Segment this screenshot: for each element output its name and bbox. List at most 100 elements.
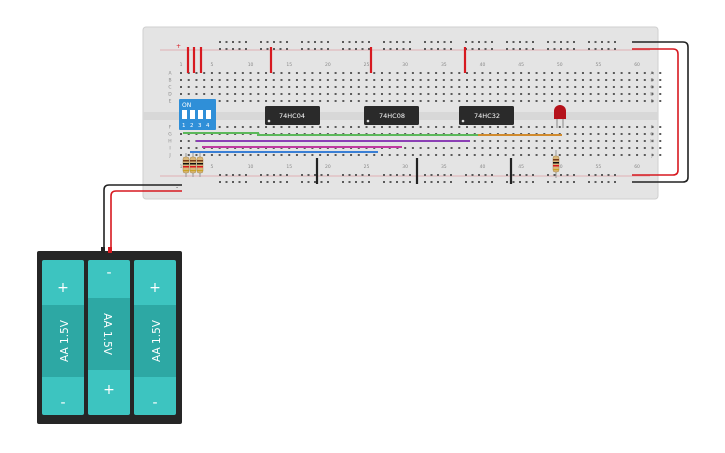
breadboard-hole xyxy=(272,100,275,102)
power-bridge-wire[interactable] xyxy=(632,48,679,176)
breadboard-hole xyxy=(458,154,461,156)
breadboard-hole xyxy=(573,181,575,183)
breadboard-hole xyxy=(265,93,268,95)
breadboard-hole xyxy=(342,154,345,156)
breadboard-hole xyxy=(404,154,407,156)
bottom-ground-jumpers[interactable] xyxy=(315,158,513,184)
breadboard-hole xyxy=(466,72,469,74)
breadboard-hole xyxy=(396,48,398,50)
breadboard-hole xyxy=(535,79,538,81)
breadboard-hole xyxy=(594,48,597,50)
breadboard-hole xyxy=(588,41,590,43)
breadboard-hole xyxy=(504,79,507,81)
resistor-1[interactable] xyxy=(182,153,190,177)
column-label: 50 xyxy=(557,164,563,170)
resistor-3[interactable] xyxy=(196,153,204,177)
breadboard-hole xyxy=(226,86,229,88)
breadboard-hole xyxy=(601,48,603,50)
resistor-2[interactable] xyxy=(189,153,197,177)
chip-74hc32[interactable]: 74HC32 xyxy=(459,106,514,125)
signal-wires[interactable] xyxy=(183,132,562,153)
chip-74hc08[interactable]: 74HC08 xyxy=(364,106,419,125)
breadboard-hole xyxy=(319,72,322,74)
breadboard-hole xyxy=(643,72,646,74)
breadboard-hole xyxy=(560,48,562,50)
breadboard-hole xyxy=(249,79,252,81)
breadboard-hole xyxy=(288,126,291,128)
breadboard-hole xyxy=(411,79,414,81)
breadboard-hole xyxy=(234,86,237,88)
row-label: G xyxy=(650,132,654,138)
breadboard-hole xyxy=(491,181,493,183)
breadboard-hole xyxy=(249,72,252,74)
breadboard-hole xyxy=(614,174,616,176)
led[interactable] xyxy=(554,105,566,128)
column-label: 50 xyxy=(557,62,563,68)
breadboard-hole xyxy=(612,126,615,128)
dip-switch[interactable]: ON 1 2 3 4 xyxy=(179,99,216,130)
breadboard-hole xyxy=(368,41,370,43)
breadboard-hole xyxy=(628,140,631,142)
breadboard-hole xyxy=(473,86,476,88)
breadboard-hole xyxy=(612,86,615,88)
battery-leads[interactable] xyxy=(103,184,182,251)
resistor-led[interactable] xyxy=(552,150,560,178)
breadboard-hole xyxy=(383,181,385,183)
breadboard-hole xyxy=(411,100,414,102)
breadboard-hole xyxy=(659,86,662,88)
breadboard-hole xyxy=(620,133,623,135)
breadboard-hole xyxy=(238,181,241,183)
breadboard-hole xyxy=(471,41,474,43)
switch-3[interactable] xyxy=(198,110,203,119)
breadboard-hole xyxy=(442,126,445,128)
breadboard-hole xyxy=(535,147,538,149)
breadboard-hole xyxy=(288,100,291,102)
breadboard-hole xyxy=(651,93,654,95)
chip-body xyxy=(459,106,514,125)
breadboard-hole xyxy=(551,126,554,128)
dip-switch-body xyxy=(179,99,216,130)
breadboard-hole xyxy=(303,93,306,95)
switch-2[interactable] xyxy=(190,110,195,119)
breadboard-hole xyxy=(388,93,391,95)
breadboard-hole xyxy=(195,79,198,81)
breadboard-hole xyxy=(419,100,422,102)
switch-number-3: 3 xyxy=(198,123,202,129)
breadboard-hole xyxy=(427,100,430,102)
resistors[interactable] xyxy=(182,150,560,178)
chip-74hc04[interactable]: 74HC04 xyxy=(265,106,320,125)
row-label: H xyxy=(168,139,171,145)
breadboard-hole xyxy=(218,100,221,102)
breadboard-hole xyxy=(226,72,229,74)
breadboard-hole xyxy=(612,100,615,102)
breadboard-hole xyxy=(496,93,499,95)
top-rail-jumpers[interactable] xyxy=(186,47,467,73)
breadboard-hole xyxy=(551,100,554,102)
breadboard-hole xyxy=(605,93,608,95)
battery-pack[interactable]: + - AA 1.5V - + AA 1.5V + - AA 1.5V xyxy=(37,247,182,424)
battery-power-lead[interactable] xyxy=(110,190,182,251)
switch-1[interactable] xyxy=(182,110,187,119)
breadboard-hole xyxy=(473,100,476,102)
green-wire-1[interactable] xyxy=(183,132,402,136)
switch-4[interactable] xyxy=(206,110,211,119)
breadboard-hole xyxy=(435,72,438,74)
breadboard-hole xyxy=(180,86,182,88)
breadboard-hole xyxy=(566,79,569,81)
breadboard-hole xyxy=(607,48,610,50)
breadboard-hole xyxy=(589,86,592,88)
rail-bridge-wires[interactable] xyxy=(632,41,689,183)
breadboard-hole xyxy=(411,154,414,156)
ground-bridge-wire[interactable] xyxy=(632,41,689,183)
breadboard-hole xyxy=(589,100,592,102)
cell-3-bottom-sign: - xyxy=(152,395,157,411)
breadboard-hole xyxy=(527,100,530,102)
breadboard-hole xyxy=(620,100,623,102)
cell-2-top-sign: - xyxy=(106,265,111,281)
breadboard-hole xyxy=(558,79,561,81)
breadboard-hole xyxy=(195,86,198,88)
battery-ground-lead[interactable] xyxy=(103,184,182,251)
cell-1-bottom-sign: - xyxy=(60,395,65,411)
breadboard-hole xyxy=(581,140,584,142)
breadboard-hole xyxy=(280,93,283,95)
